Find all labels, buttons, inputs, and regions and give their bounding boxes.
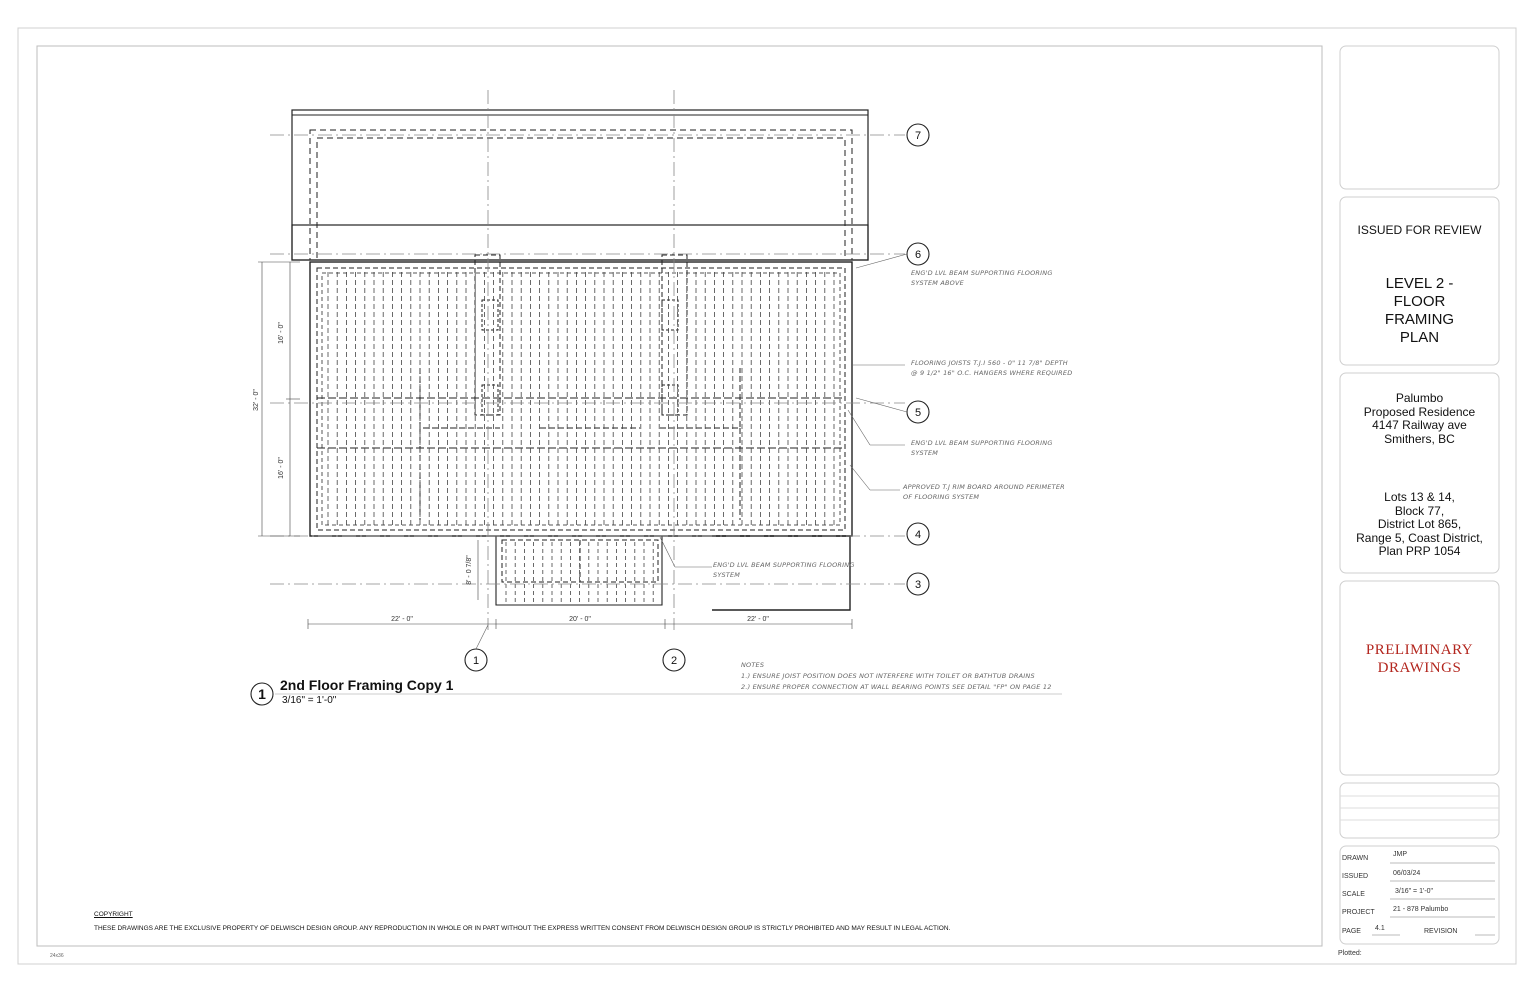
note-1: 1.) ENSURE JOIST POSITION DOES NOT INTER… — [741, 672, 1035, 680]
client-line: Smithers, BC — [1384, 431, 1455, 446]
annotation-beam-2-line-1: ENG'D LVL BEAM SUPPORTING FLOORING — [911, 439, 1053, 447]
copyright-text: THESE DRAWINGS ARE THE EXCLUSIVE PROPERT… — [94, 925, 951, 932]
scale-label: SCALE — [1342, 891, 1365, 898]
sheet-size: 24x36 — [50, 953, 64, 959]
dim-bottom-3: 22' - 0" — [747, 616, 769, 623]
dim-bottom-1: 22' - 0" — [391, 616, 413, 623]
annotation-beam-2-line-2: SYSTEM — [911, 449, 939, 457]
client-line: 4147 Railway ave — [1372, 418, 1467, 432]
issued-for-review-label: ISSUED FOR REVIEW — [1357, 223, 1482, 237]
sheet-title: LEVEL 2 - FLOOR FRAMING PLAN — [1340, 275, 1499, 347]
project-label: PROJECT — [1342, 909, 1375, 916]
annotation-beam-1-line-1: ENG'D LVL BEAM SUPPORTING FLOORING — [911, 269, 1053, 277]
dim-bottom-2: 20' - 0" — [569, 616, 591, 623]
legal-description: Lots 13 & 14, Block 77, District Lot 865… — [1340, 490, 1499, 559]
grid-label-6: 6 — [915, 249, 921, 261]
plotted-label: Plotted: — [1338, 950, 1362, 957]
copyright-heading: COPYRIGHT — [94, 911, 133, 918]
revision-label: REVISION — [1424, 928, 1458, 935]
annotation-beam-3-line-1: ENG'D LVL BEAM SUPPORTING FLOORING — [713, 561, 855, 569]
grid-label-5: 5 — [915, 407, 921, 419]
annotation-beam-1-line-2: SYSTEM ABOVE — [911, 279, 964, 287]
page-value: 4.1 — [1375, 925, 1385, 932]
dim-small: 8' - 0 7/8" — [466, 555, 473, 585]
grid-bubble-7 — [906, 123, 930, 147]
issued-value: 06/03/24 — [1393, 870, 1421, 877]
annotation-beam-3-line-2: SYSTEM — [713, 571, 741, 579]
grid-bubble-3 — [906, 572, 930, 596]
preliminary-line: PRELIMINARY — [1365, 642, 1474, 658]
sheet-title-line: LEVEL 2 - — [1385, 275, 1454, 292]
grid-label-3: 3 — [915, 579, 921, 591]
client-line: Proposed Residence — [1363, 404, 1476, 419]
project-value: 21 - 878 Palumbo — [1393, 906, 1449, 913]
annotation-joists-line-2: @ 9 1/2" 16" O.C. HANGERS WHERE REQUIRED — [911, 369, 1073, 377]
issued-label: ISSUED — [1342, 873, 1369, 880]
grid-bubble-4 — [906, 522, 930, 546]
floor-joists — [327, 272, 835, 526]
note-2: 2.) ENSURE PROPER CONNECTION AT WALL BEA… — [741, 683, 1052, 691]
drawn-label: DRAWN — [1342, 855, 1369, 862]
floor-outline — [309, 261, 853, 537]
page-label: PAGE — [1342, 928, 1361, 935]
preliminary-line: DRAWINGS — [1377, 660, 1462, 676]
legal-line: Lots 13 & 14, — [1384, 490, 1455, 504]
dim-left-bottom: 16' - 0" — [278, 457, 285, 479]
annotation-rim-line-2: OF FLOORING SYSTEM — [903, 493, 980, 501]
client-info: Palumbo Proposed Residence 4147 Railway … — [1340, 391, 1499, 446]
view-title: 2nd Floor Framing Copy 1 — [280, 677, 454, 693]
preliminary-stamp: PRELIMINARY DRAWINGS — [1340, 641, 1499, 677]
legal-line: Block 77, — [1394, 503, 1445, 518]
sheet-title-line: PLAN — [1399, 329, 1440, 346]
sheet-title-line: FLOOR — [1393, 293, 1446, 310]
scale-value: 3/16" = 1'-0" — [1395, 888, 1434, 895]
client-line: Palumbo — [1395, 391, 1444, 405]
legal-line: Plan PRP 1054 — [1378, 544, 1461, 558]
annotation-rim-line-1: APPROVED T.J RIM BOARD AROUND PERIMETER — [903, 483, 1065, 491]
upper-outline — [291, 109, 869, 261]
view-number-bubble — [250, 682, 274, 706]
dim-left-top: 16' - 0" — [278, 322, 285, 344]
legal-line: District Lot 865, — [1377, 517, 1462, 531]
lower-joists — [505, 542, 654, 603]
annotation-joists-line-1: FLOORING JOISTS T.J.I 560 - 0" 11 7/8" D… — [911, 359, 1068, 367]
legal-line: Range 5, Coast District, — [1356, 530, 1483, 545]
drawn-value: JMP — [1393, 851, 1407, 858]
grid-bubble-2 — [662, 648, 686, 672]
grid-label-4: 4 — [915, 529, 921, 541]
view-scale: 3/16" = 1'-0" — [282, 695, 337, 706]
dim-left-total: 32' - 0" — [253, 389, 260, 411]
notes-heading: NOTES — [741, 661, 765, 669]
grid-label-1: 1 — [473, 655, 479, 667]
grid-label-7: 7 — [915, 130, 921, 142]
view-number: 1 — [258, 686, 266, 702]
grid-label-2: 2 — [671, 655, 677, 667]
sheet-title-line: FRAMING — [1384, 311, 1455, 328]
